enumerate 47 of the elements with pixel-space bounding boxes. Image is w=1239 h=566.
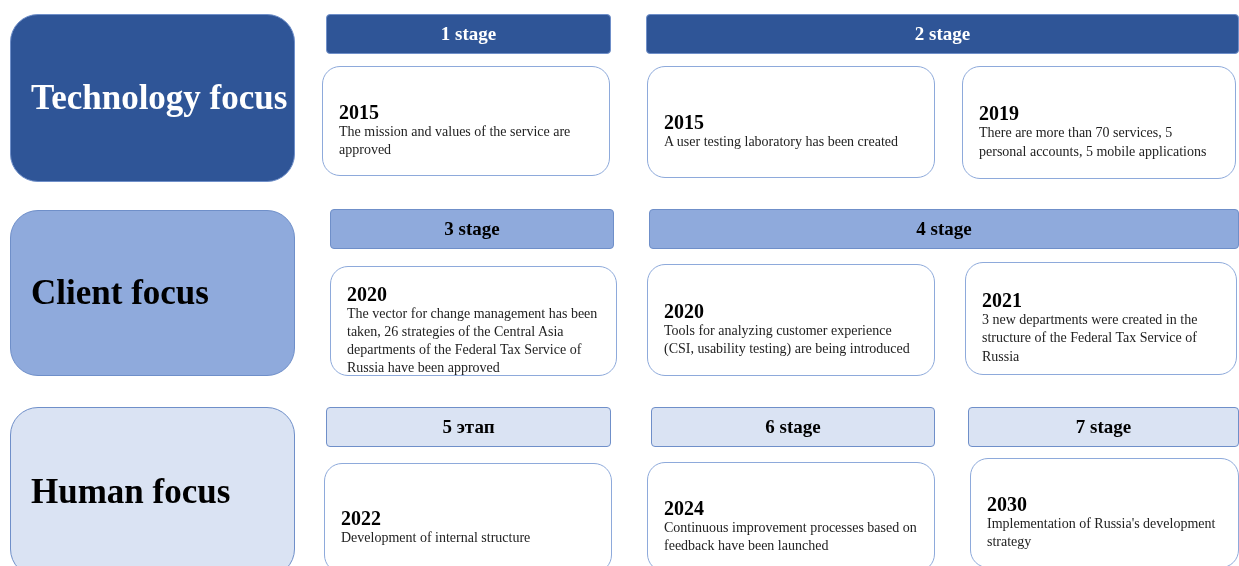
year-label: 2022 [341,506,382,529]
focus-title: Technology focus [31,79,288,117]
stage-bar [326,407,611,447]
stage-bar [968,407,1239,447]
milestone-card [330,266,617,376]
milestone-card [970,458,1239,566]
focus-title: Client focus [31,274,209,312]
milestone-description: 3 new departments were created in the structure of the Federal Tax Service of Russia [982,311,1199,366]
stage-title: 2 stage [914,23,971,45]
stage-title: 1 stage [440,23,497,45]
stage-title: 3 stage [444,218,500,240]
stage-title: 7 stage [1075,416,1132,438]
milestone-description: A user testing laboratory has been created [664,132,900,151]
focus-panel [10,407,295,566]
milestone-card [647,66,935,178]
stage-bar [651,407,935,447]
milestone-description: Development of internal structure [341,528,532,547]
milestone-description: Implementation of Russia's development strategy [987,514,1217,551]
year-label: 2020 [664,299,705,322]
stage-title: 5 этап [442,416,495,438]
stage-bar [326,14,611,54]
milestone-card [962,66,1236,179]
milestone-card [647,462,935,566]
stage-title: 4 stage [916,218,972,240]
year-label: 2015 [339,100,380,123]
focus-title: Human focus [31,473,231,511]
stage-bar [330,209,614,249]
milestone-description: Continuous improvement processes based on feedback have been launched [664,518,918,555]
milestone-description: The vector for change management has been taken, 26 strategies of the Central Asia departments of the Federal Tax Service of Russia have been approved [347,304,599,378]
milestone-description: The mission and values of the service are approved [339,122,572,159]
focus-panel [10,210,295,376]
stage-bar [649,209,1239,249]
year-label: 2020 [347,282,388,305]
milestone-description: There are more than 70 services, 5 personal accounts, 5 mobile applications [979,124,1208,161]
year-label: 2021 [982,289,1023,312]
stage-title: 6 stage [765,416,821,438]
year-label: 2019 [979,102,1020,125]
milestone-description: Tools for analyzing customer experience (CSI, usability testing) are being introduced [664,321,911,358]
milestone-card [647,264,935,376]
year-label: 2030 [987,492,1028,515]
milestone-card [322,66,610,176]
focus-panel [10,14,295,182]
year-label: 2015 [664,110,705,133]
milestone-card [965,262,1237,375]
stage-bar [646,14,1239,54]
milestone-card [324,463,612,566]
year-label: 2024 [664,496,705,519]
